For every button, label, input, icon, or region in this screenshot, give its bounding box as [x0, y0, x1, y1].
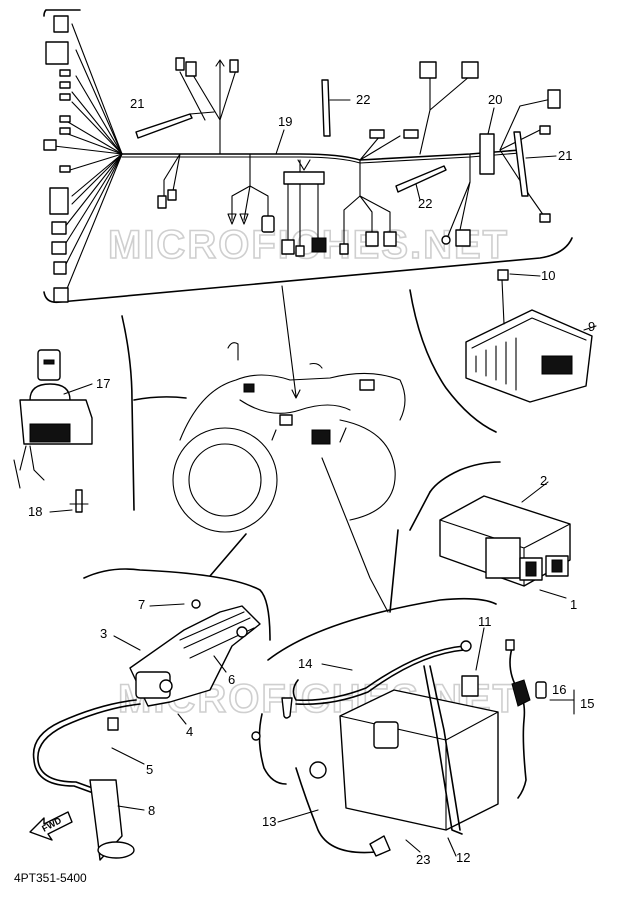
part-code: 4PT351-5400 [14, 871, 87, 885]
junction-block [283, 171, 325, 185]
bracket-20 [479, 133, 495, 175]
callout-18: 18 [28, 504, 42, 519]
callout-11: 11 [478, 614, 492, 629]
callout-21-left: 21 [130, 96, 144, 111]
wire-harness-group [43, 9, 573, 304]
upper-connector-3 [229, 59, 239, 73]
fwd-arrow-icon: FWD [29, 811, 73, 841]
cable-tie-left [135, 113, 193, 139]
harness-panel-border [43, 237, 573, 304]
callout-13: 13 [262, 814, 276, 829]
harness-upper-branches [179, 61, 237, 155]
panel-corner-tl [43, 9, 81, 17]
harness-trunk [121, 149, 521, 161]
upper-arrow-icon [215, 59, 225, 69]
ignition-coil [32, 599, 261, 861]
callout-12: 12 [456, 850, 470, 865]
cdi-unit [439, 481, 571, 599]
section-dividers [83, 289, 501, 661]
callout-1: 1 [570, 597, 577, 612]
callout-2: 2 [540, 473, 547, 488]
callout-14: 14 [298, 656, 312, 671]
callout-4: 4 [186, 724, 193, 739]
cable-tie-lower [395, 165, 447, 193]
rectifier-regulator [465, 269, 597, 403]
callout-22-upper: 22 [356, 92, 370, 107]
callout-23: 23 [416, 852, 430, 867]
battery-assembly [251, 627, 575, 857]
callout-21-right: 21 [558, 148, 572, 163]
callout-labels: 1 2 3 4 5 6 7 8 9 10 11 12 13 14 15 16 1… [28, 92, 595, 867]
callout-7: 7 [138, 597, 145, 612]
harness-left-branches [53, 23, 123, 297]
upper-connector-1 [175, 57, 185, 71]
callout-15: 15 [580, 696, 594, 711]
callout-22-lower: 22 [418, 196, 432, 211]
callout-19: 19 [278, 114, 292, 129]
callout-16: 16 [552, 682, 566, 697]
ignition-switch [13, 349, 93, 513]
harness-leader-lines [275, 107, 557, 201]
cdi-location-icon [311, 429, 331, 445]
callout-9: 9 [588, 319, 595, 334]
callout-17: 17 [96, 376, 110, 391]
motorcycle-outline [172, 342, 406, 533]
callout-5: 5 [146, 762, 153, 777]
harness-left-connectors [43, 15, 71, 303]
cable-tie-right [513, 131, 529, 197]
callout-6: 6 [228, 672, 235, 687]
callout-8: 8 [148, 803, 155, 818]
upper-connector-2 [185, 61, 197, 77]
callout-3: 3 [100, 626, 107, 641]
watermark-top: MICROFICHES.NET [108, 223, 509, 267]
cable-tie-upper [321, 79, 331, 137]
callout-10: 10 [541, 268, 555, 283]
harness-lower-connectors [157, 61, 561, 257]
callout-20: 20 [488, 92, 502, 107]
pointer-lines [271, 285, 389, 613]
